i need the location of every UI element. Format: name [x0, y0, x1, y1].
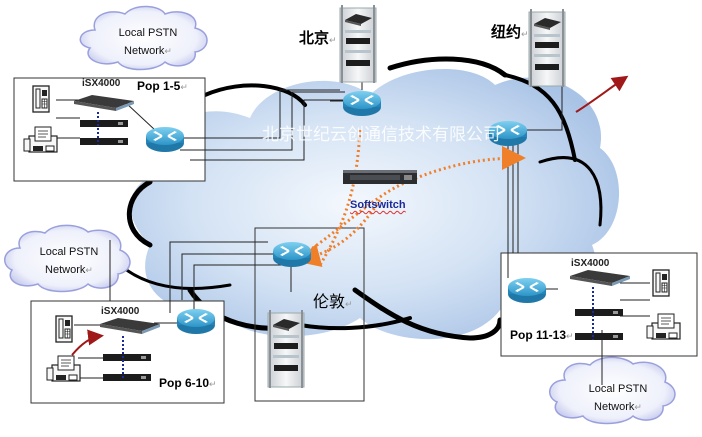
city-name: 纽约 — [491, 23, 522, 41]
isx4000-label: iSX4000 — [571, 258, 610, 269]
pop-name: Pop 1-5 — [137, 79, 181, 93]
isx4000-label: iSX4000 — [101, 306, 140, 317]
city-name: 伦敦 — [313, 292, 346, 311]
beijing-rack — [339, 4, 377, 84]
line-card — [80, 120, 128, 127]
line-card — [103, 374, 151, 381]
newyork-rack — [528, 8, 566, 88]
line-card — [575, 309, 623, 316]
pstn-line1: Local PSTN — [118, 27, 178, 39]
router-london — [272, 241, 312, 268]
newyork-label: 纽约↵ — [491, 21, 529, 42]
company-watermark: 北京世纪云创通信技术有限公司 — [262, 125, 500, 145]
pstn-line1: Local PSTN — [39, 246, 99, 258]
pstn-line2: Network — [594, 401, 635, 413]
pstn-cloud-3-label: Local PSTN Network↵ — [578, 380, 658, 416]
pstn-line2-wrap: Network↵ — [578, 398, 658, 416]
pstn-line2: Network — [45, 264, 86, 276]
return-mark: ↵ — [164, 46, 172, 56]
return-mark: ↵ — [634, 402, 642, 412]
pstn-line1: Local PSTN — [588, 383, 648, 395]
phone-icon — [55, 315, 73, 343]
router-pop-11-13 — [507, 277, 547, 304]
router-beijing — [342, 90, 382, 117]
pstn-cloud-1-label: Local PSTN Network↵ — [108, 24, 188, 60]
router-pop-1-5 — [145, 126, 185, 153]
isx4000-label: iSX4000 — [82, 78, 121, 89]
return-mark: ↵ — [345, 300, 353, 310]
router-pop-6-10 — [176, 308, 216, 335]
pstn-line2: Network — [124, 45, 165, 57]
pstn-cloud-1 — [79, 5, 208, 71]
city-name: 北京 — [299, 29, 330, 47]
red-arrow-fax — [71, 329, 104, 356]
pop-6-10-label: Pop 6-10↵ — [159, 376, 217, 390]
pop-name: Pop 6-10 — [159, 376, 210, 390]
pop-name: Pop 11-13 — [510, 328, 567, 342]
pstn-cloud-2 — [4, 224, 131, 293]
phone-icon — [32, 85, 50, 113]
return-mark: ↵ — [85, 265, 93, 275]
pstn-line2-wrap: Network↵ — [108, 42, 188, 60]
softswitch-label: Softswitch — [350, 199, 406, 211]
bus-lines — [97, 112, 594, 378]
line-card — [575, 333, 623, 340]
pstn-line2-wrap: Network↵ — [29, 261, 109, 279]
london-box — [254, 227, 365, 402]
connection-lines — [56, 78, 650, 385]
red-arrow-outbound — [575, 75, 629, 113]
return-mark: ↵ — [329, 36, 337, 46]
line-card — [103, 354, 151, 361]
pop-11-13-label: Pop 11-13↵ — [510, 328, 574, 342]
signaling-paths — [296, 129, 526, 268]
return-mark: ↵ — [209, 379, 217, 389]
pstn-cloud-2-label: Local PSTN Network↵ — [29, 243, 109, 279]
line-card — [80, 138, 128, 145]
return-mark: ↵ — [180, 82, 188, 92]
beijing-label: 北京↵ — [299, 27, 337, 48]
return-mark: ↵ — [521, 30, 529, 40]
softswitch-device — [343, 170, 417, 184]
london-rack — [267, 309, 305, 389]
return-mark: ↵ — [566, 331, 574, 341]
london-label: 伦敦↵ — [313, 288, 353, 312]
pop-1-5-label: Pop 1-5↵ — [137, 79, 188, 93]
phone-icon — [652, 269, 670, 297]
